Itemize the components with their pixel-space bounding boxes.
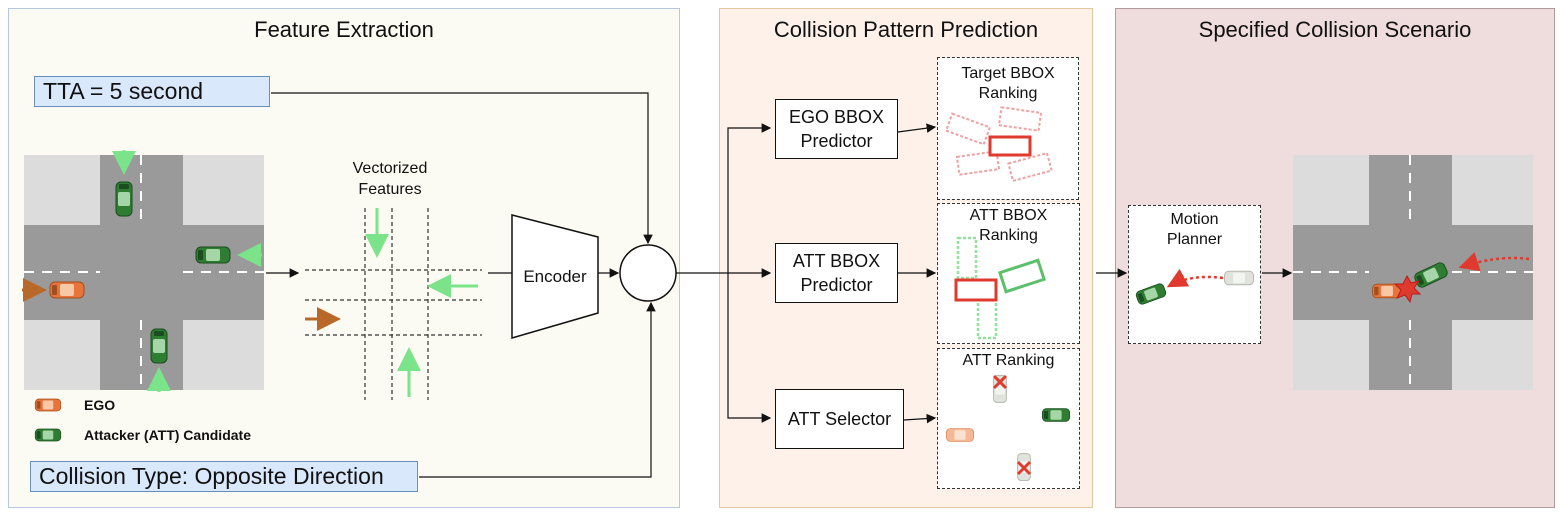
att-bbox-ranking: ATT BBOX Ranking (937, 203, 1080, 344)
ego-car-icon (49, 281, 85, 299)
attacker-car-icon (150, 328, 168, 364)
target-bbox-ranking-label: Target BBOX Ranking (961, 65, 1055, 102)
collision-pattern-title: Collision Pattern Prediction (773, 17, 1039, 42)
target-bbox-icons (944, 106, 1053, 183)
specified-scenario-title: Specified Collision Scenario (1198, 17, 1472, 42)
vectorized-features-grid (305, 208, 482, 400)
motion-planner-graphic (1134, 268, 1254, 306)
att-ranking-icons (946, 374, 1070, 482)
collision-type-box: Collision Type: Opposite Direction (30, 461, 418, 492)
att-bbox-icons (954, 236, 1047, 340)
ego-bbox-predictor: EGO BBOX Predictor (775, 99, 898, 159)
rejected-x-icon (992, 374, 1008, 390)
tta-box: TTA = 5 second (34, 76, 270, 107)
vectorized-features-label: Vectorized Features (352, 160, 428, 198)
att-ranking: ATT Ranking (937, 348, 1080, 489)
motion-planner-label: Motion Planner (1166, 211, 1223, 248)
att-bbox-ranking-label: ATT BBOX Ranking (969, 207, 1048, 244)
motion-planner: Motion Planner (1128, 205, 1261, 344)
attacker-car-icon (195, 246, 231, 264)
encoder-label: Encoder (523, 267, 587, 286)
concat-node (619, 244, 677, 302)
legend-attacker-icon (34, 428, 62, 442)
att-ranking-label: ATT Ranking (962, 352, 1055, 369)
attacker-car-icon (115, 181, 133, 217)
collision-burst-icon (1393, 274, 1422, 304)
feature-extraction-title: Feature Extraction (254, 17, 434, 42)
final-scenario-map (1293, 155, 1533, 390)
target-bbox-ranking: Target BBOX Ranking (937, 57, 1079, 200)
legend-ego-label: EGO (84, 397, 116, 413)
legend-attacker-label: Attacker (ATT) Candidate (84, 427, 251, 443)
encoder-block (511, 214, 599, 339)
rejected-x-icon (1016, 460, 1032, 476)
legend-ego-icon (34, 398, 62, 412)
att-selector: ATT Selector (775, 389, 904, 449)
intersection-map (22, 150, 264, 392)
att-bbox-predictor: ATT BBOX Predictor (775, 243, 898, 303)
